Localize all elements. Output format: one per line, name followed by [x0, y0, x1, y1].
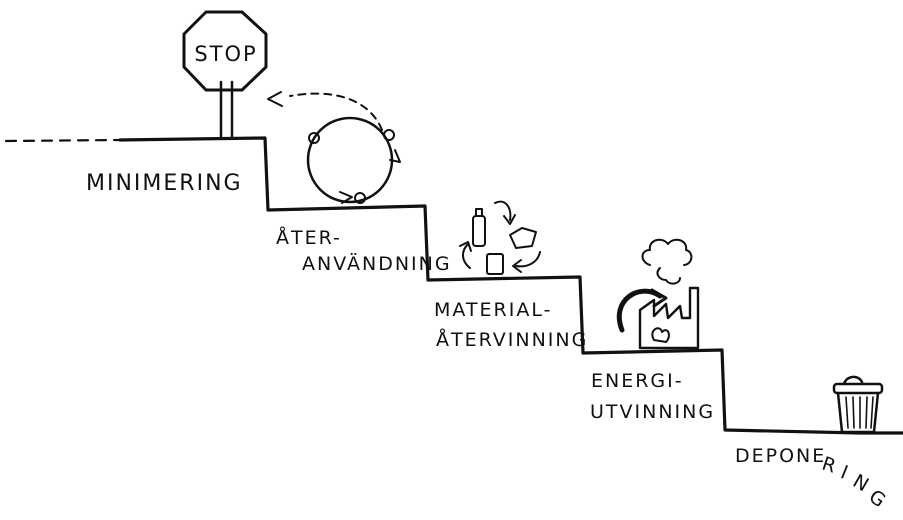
stop-sign-text: STOP [194, 42, 257, 66]
recycling-icon [460, 202, 540, 274]
deponering-part-4: N [849, 470, 874, 497]
step-label-materialatervinning-line2: ÅTERVINNING [436, 328, 588, 351]
deponering-part-1: DEPONE [735, 445, 826, 467]
stop-sign-icon: STOP [184, 12, 266, 137]
trash-can-icon [834, 377, 882, 432]
reuse-cycle-icon [268, 92, 400, 203]
dashed-lead-line [6, 140, 120, 141]
step-label-deponering: DEPONE R I N G [735, 445, 891, 513]
step-label-minimering: MINIMERING [86, 171, 243, 196]
step-label-energiutvinning-line2: UTVINNING [590, 401, 715, 423]
step-label-energiutvinning-line1: ENERGI- [591, 370, 684, 392]
deponering-part-5: G [865, 486, 891, 514]
step-label-ateranvandning-line2: ANVÄNDNING [302, 252, 452, 275]
step-label-materialatervinning-line1: MATERIAL- [434, 299, 552, 321]
factory-icon [619, 240, 698, 348]
deponering-part-3: I [838, 461, 853, 484]
step-label-ateranvandning-line1: ÅTER- [276, 226, 342, 249]
